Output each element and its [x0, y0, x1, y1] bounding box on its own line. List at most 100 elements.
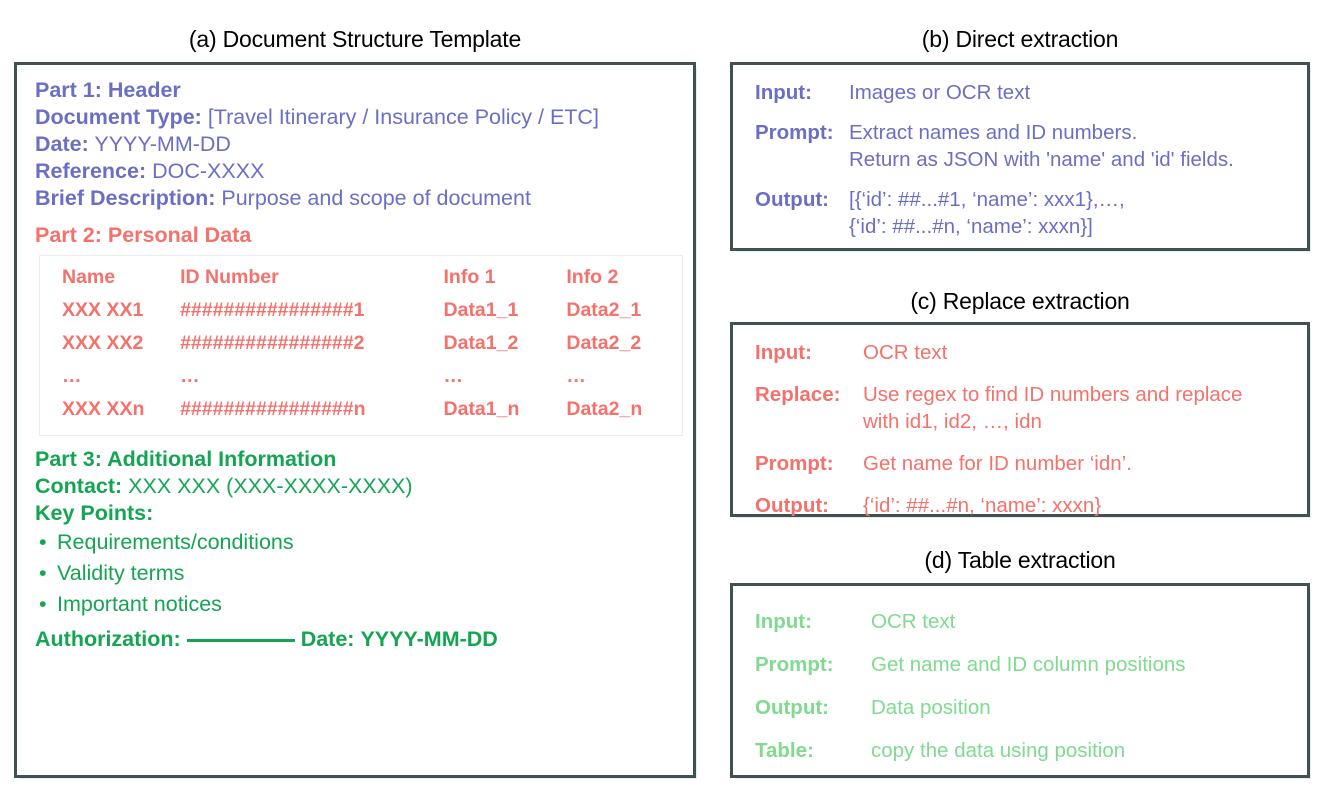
part1-value-reference: DOC-XXXX	[152, 159, 265, 183]
part1-heading: Part 1: Header	[35, 78, 181, 102]
panel-c-key-replace: Replace:	[755, 383, 841, 406]
part3-row-authorization: Authorization: Date: YYYY-MM-DD	[35, 626, 683, 653]
table-col-header-info-2: Info 2	[566, 266, 619, 288]
part1-value-date: YYYY-MM-DD	[94, 132, 231, 156]
panel-d-row-input: Input: OCR text	[755, 608, 1299, 635]
panel-d-row-output: Output: Data position	[755, 694, 1299, 721]
panel-b-value-output: [{‘id’: ##...#1, ‘name’: xxx1},…, {‘id’:…	[849, 188, 1125, 238]
bullet-icon: •	[39, 561, 47, 585]
panel-b-row-input: Input: Images or OCR text	[755, 79, 1299, 106]
panel-d-box: Input: OCR text Prompt: Get name and ID …	[730, 583, 1311, 780]
table-header-row: Name ID Number Info 1 Info 2	[40, 256, 683, 296]
panel-c-value-output: {‘id’: ##...#n, ‘name’: xxxn}	[863, 494, 1102, 517]
part2-heading: Part 2: Personal Data	[35, 223, 252, 247]
table-cell-info2: Data2_2	[566, 332, 642, 354]
part1-row-reference: Reference: DOC-XXXX	[35, 158, 683, 185]
table-row: XXX XX1 ################1 Data1_1 Data2_…	[40, 295, 683, 328]
panel-a-content: Part 1: Header Document Type: [Travel It…	[35, 77, 683, 653]
table-cell-id: …	[180, 365, 200, 387]
table-cell-info1: Data1_n	[443, 398, 520, 420]
personal-data-table: Name ID Number Info 1 Info 2 XXX XX1 ###…	[39, 255, 683, 436]
spacer-part1-part2	[35, 212, 683, 222]
part3-label-authorization: Authorization:	[35, 627, 181, 651]
table-cell-info2: Data2_1	[566, 299, 642, 321]
table-cell-info1: Data1_2	[443, 332, 519, 354]
list-item-label: Validity terms	[57, 561, 185, 585]
part1-label-reference: Reference:	[35, 159, 147, 183]
list-item: • Important notices	[35, 589, 683, 620]
table-cell-info2: Data2_n	[566, 398, 643, 420]
panel-b-key-prompt: Prompt:	[755, 121, 834, 144]
part1-row-date: Date: YYYY-MM-DD	[35, 131, 683, 158]
panel-c-key-prompt: Prompt:	[755, 452, 834, 475]
panel-c-key-output: Output:	[755, 494, 829, 517]
table-cell-id: ################n	[180, 398, 366, 420]
part1-label-brief-description: Brief Description:	[35, 186, 216, 210]
part1-row-brief-description: Brief Description: Purpose and scope of …	[35, 185, 683, 212]
part3-label-key-points: Key Points:	[35, 501, 154, 525]
part1-value-document-type: [Travel Itinerary / Insurance Policy / E…	[207, 105, 599, 129]
list-item-label: Requirements/conditions	[57, 530, 294, 554]
panel-b-key-input: Input:	[755, 81, 812, 104]
key-points-list: • Requirements/conditions • Validity ter…	[35, 527, 683, 620]
panel-b-row-prompt: Prompt: Extract names and ID numbers. Re…	[755, 119, 1299, 173]
panel-d-row-prompt: Prompt: Get name and ID column positions	[755, 651, 1299, 678]
panel-d-key-input: Input:	[755, 610, 812, 633]
table-cell-info1: Data1_1	[443, 299, 519, 321]
part3-row-contact: Contact: XXX XXX (XXX-XXXX-XXXX)	[35, 473, 683, 500]
panel-d-key-table: Table:	[755, 739, 814, 762]
list-item: • Requirements/conditions	[35, 527, 683, 558]
table-row: XXX XXn ################n Data1_n Data2_…	[40, 394, 683, 436]
part3-label-contact: Contact:	[35, 474, 123, 498]
part3-label-date: Date:	[300, 627, 355, 651]
table-cell-id: ################2	[180, 332, 365, 354]
panel-c-box: Input: OCR text Replace: Use regex to fi…	[730, 322, 1311, 518]
table-row: XXX XX2 ################2 Data1_2 Data2_…	[40, 328, 683, 361]
part1-value-brief-description: Purpose and scope of document	[221, 186, 531, 210]
panel-c-row-input: Input: OCR text	[755, 339, 1299, 366]
spacer-part2-part3	[35, 436, 683, 446]
panel-b-key-output: Output:	[755, 188, 829, 211]
bullet-icon: •	[39, 592, 47, 616]
part1-label-date: Date:	[35, 132, 89, 156]
table-cell-name: XXX XX1	[62, 299, 144, 321]
part1-label-document-type: Document Type:	[35, 105, 202, 129]
list-item-label: Important notices	[57, 592, 222, 616]
panel-b-row-output: Output: [{‘id’: ##...#1, ‘name’: xxx1},……	[755, 186, 1299, 240]
panel-d-value-output: Data position	[871, 696, 991, 719]
table-row-ellipsis: … … … …	[40, 361, 683, 394]
table-cell-id: ################1	[180, 299, 365, 321]
panel-c-value-input: OCR text	[863, 341, 948, 364]
panel-b-box: Input: Images or OCR text Prompt: Extrac…	[730, 62, 1311, 253]
panel-b-value-prompt: Extract names and ID numbers. Return as …	[849, 121, 1234, 171]
panel-a-box: Part 1: Header Document Type: [Travel It…	[14, 62, 697, 779]
part3-value-date: YYYY-MM-DD	[360, 627, 498, 651]
table-cell-info2: …	[566, 365, 586, 387]
table-cell-name: XXX XXn	[62, 398, 145, 420]
part3-heading: Part 3: Additional Information	[35, 447, 337, 471]
table-col-header-id-number: ID Number	[180, 266, 279, 288]
signature-blank-field[interactable]	[186, 639, 295, 642]
table-cell-info1: …	[443, 365, 464, 387]
table-cell-name: …	[62, 365, 82, 387]
panel-c-row-prompt: Prompt: Get name for ID number ‘idn’.	[755, 450, 1299, 477]
panel-c-content: Input: OCR text Replace: Use regex to fi…	[755, 339, 1299, 534]
panel-c-key-input: Input:	[755, 341, 812, 364]
list-item: • Validity terms	[35, 558, 683, 589]
panel-d-key-prompt: Prompt:	[755, 653, 834, 676]
table-col-header-name: Name	[62, 266, 116, 288]
panel-b-content: Input: Images or OCR text Prompt: Extrac…	[755, 79, 1299, 253]
panel-c-row-replace: Replace: Use regex to find ID numbers an…	[755, 381, 1299, 435]
bullet-icon: •	[39, 530, 47, 554]
panel-d-content: Input: OCR text Prompt: Get name and ID …	[755, 608, 1299, 780]
panel-c-row-output: Output: {‘id’: ##...#n, ‘name’: xxxn}	[755, 492, 1299, 519]
part1-row-document-type: Document Type: [Travel Itinerary / Insur…	[35, 104, 683, 131]
panel-c-caption: (c) Replace extraction	[910, 288, 1130, 314]
panel-b-caption: (b) Direct extraction	[921, 26, 1119, 52]
panel-a-caption: (a) Document Structure Template	[188, 26, 522, 52]
panel-b-value-input: Images or OCR text	[849, 81, 1031, 104]
panel-c-value-replace: Use regex to find ID numbers and replace…	[863, 383, 1243, 433]
part3-value-contact: XXX XXX (XXX-XXXX-XXXX)	[128, 474, 413, 498]
table-col-header-info-1: Info 1	[443, 266, 496, 288]
